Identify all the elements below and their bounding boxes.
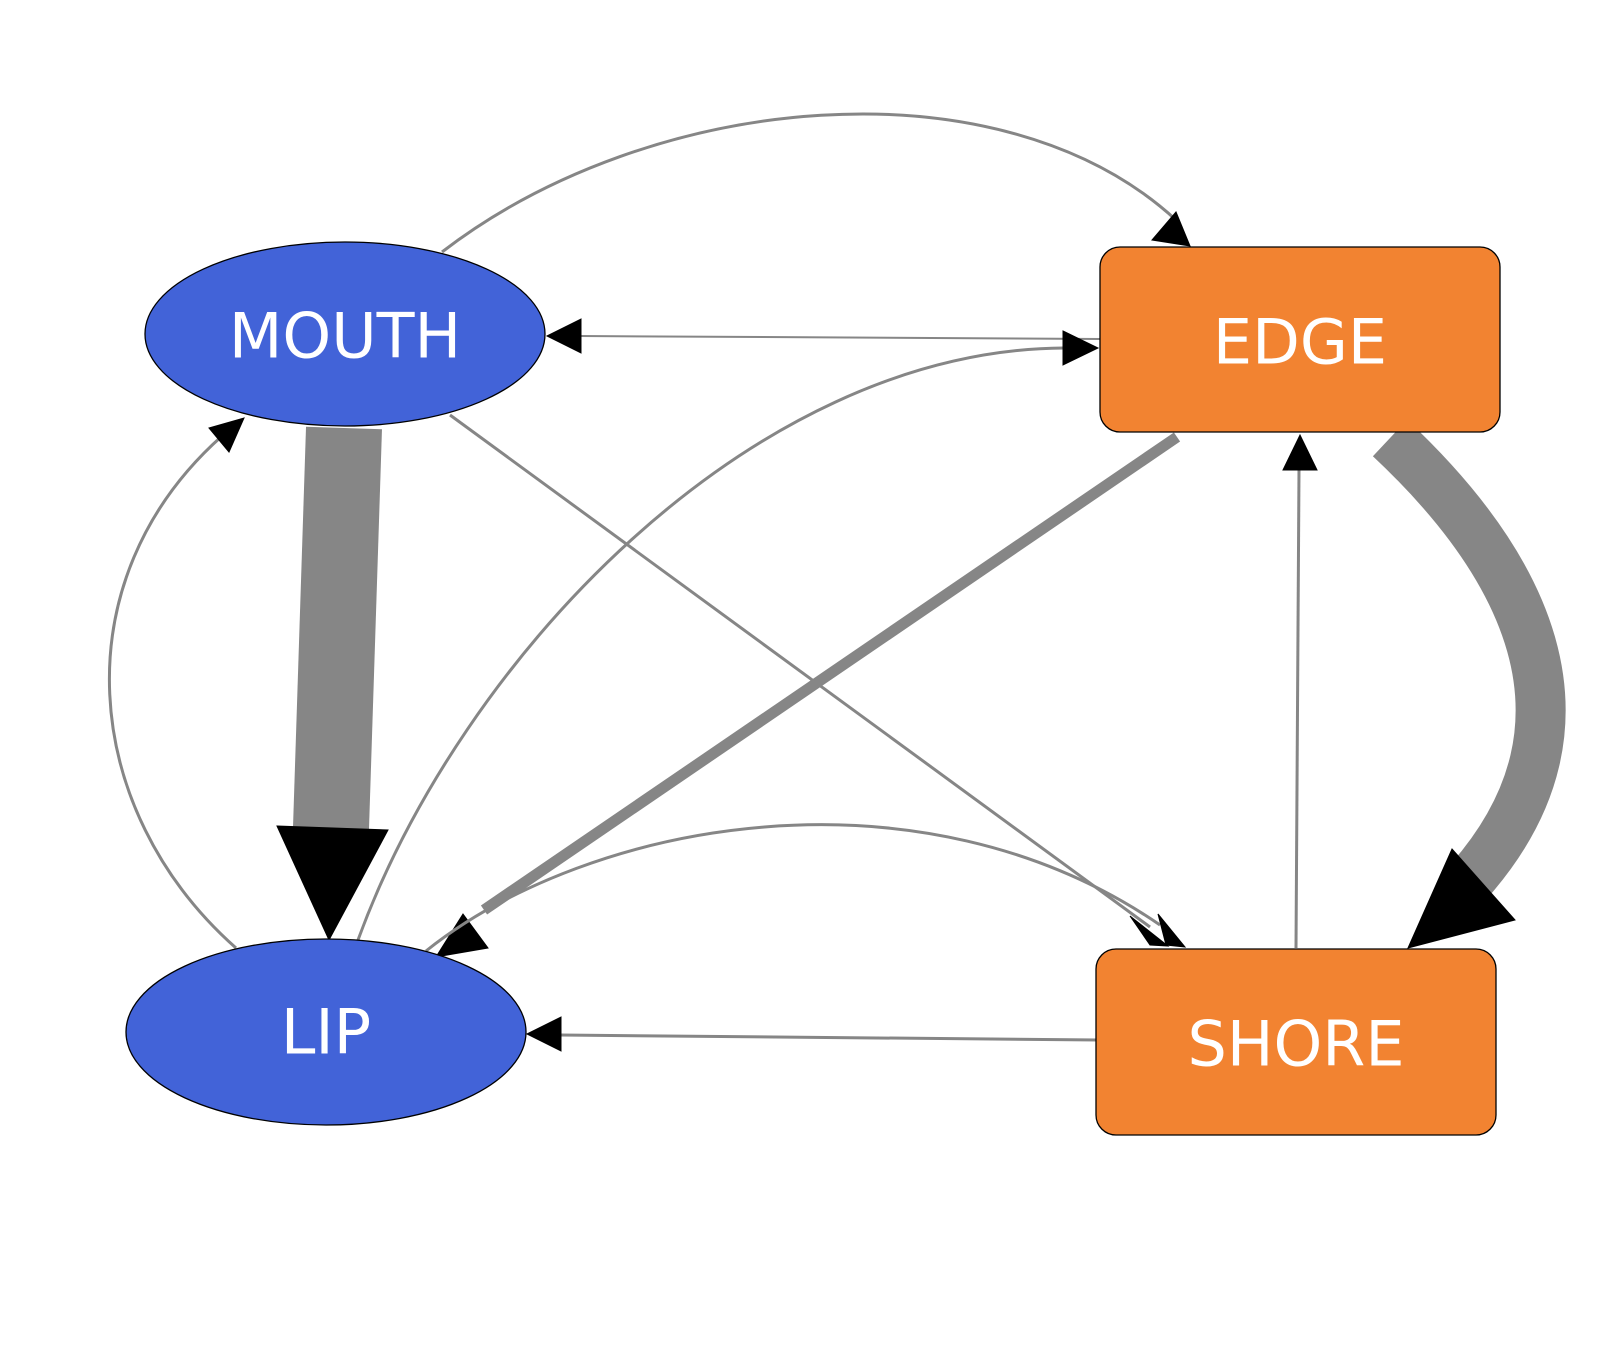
edge-shore-to-edge xyxy=(1294,469,1301,949)
edges-layer xyxy=(107,112,1566,1052)
arrowhead-lip-to-edge xyxy=(1062,330,1100,366)
node-shore[interactable]: SHORE xyxy=(1095,948,1497,1136)
node-shore-label: SHORE xyxy=(1187,1008,1404,1081)
arrowhead-mouth-to-shore xyxy=(1129,915,1170,947)
arrowhead-shore-to-edge xyxy=(1282,433,1318,471)
edge-shore-to-lip xyxy=(559,1033,1099,1042)
node-edge-shape xyxy=(1099,246,1501,433)
arrowhead-edge-to-shore xyxy=(1407,848,1516,949)
edge-lip-to-shore xyxy=(425,823,1161,953)
edge-lip-to-mouth xyxy=(107,434,237,950)
edge-edge-to-lip xyxy=(480,432,1181,915)
edge-lip-to-edge xyxy=(356,346,1065,941)
node-edge[interactable]: EDGE xyxy=(1099,246,1501,433)
arrowhead-shore-to-lip xyxy=(525,1016,562,1052)
arrowhead-mouth-to-edge xyxy=(1151,211,1191,247)
edge-mouth-to-lip xyxy=(293,426,382,830)
edge-mouth-to-shore xyxy=(449,413,1151,929)
node-mouth[interactable]: MOUTH xyxy=(144,241,546,427)
arrowhead-lip-to-shore xyxy=(1157,913,1187,948)
arrowhead-mouth-to-lip xyxy=(276,825,389,942)
node-shore-shape xyxy=(1095,948,1497,1136)
node-mouth-shape xyxy=(144,241,546,427)
arrowhead-lip-to-mouth xyxy=(208,417,245,453)
node-edge-label: EDGE xyxy=(1213,306,1387,379)
arrowhead-edge-to-lip xyxy=(434,913,489,958)
node-lip[interactable]: LIP xyxy=(125,938,527,1126)
nodes-layer: MOUTH EDGE LIP SHORE xyxy=(125,241,1501,1136)
edge-edge-to-mouth xyxy=(579,335,1101,340)
node-lip-shape xyxy=(125,938,527,1126)
node-mouth-label: MOUTH xyxy=(229,300,461,373)
edge-mouth-to-edge xyxy=(441,112,1178,254)
node-lip-label: LIP xyxy=(281,996,371,1069)
arrowhead-edge-to-mouth xyxy=(545,318,582,354)
edge-edge-to-shore xyxy=(1372,419,1566,897)
